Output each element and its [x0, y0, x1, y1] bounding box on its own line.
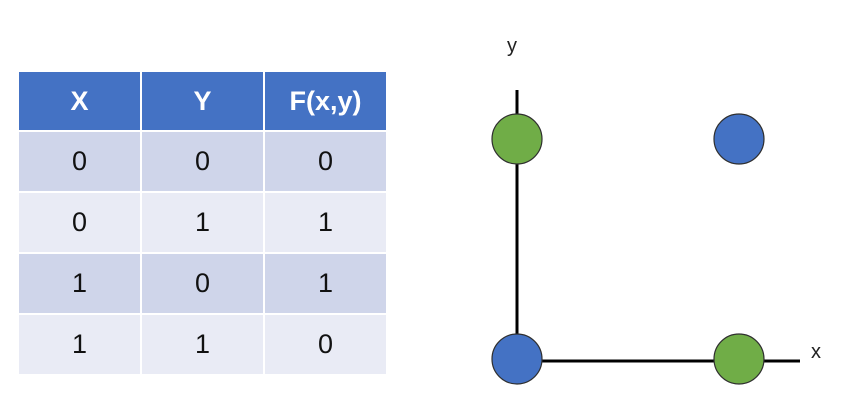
table-row: 0 0 0: [17, 130, 388, 193]
cell-f: 0: [263, 313, 388, 376]
cell-f: 1: [263, 191, 388, 254]
cell-x: 1: [17, 313, 142, 376]
header-y: Y: [140, 70, 265, 132]
table-row: 1 1 0: [17, 313, 388, 376]
cell-f: 0: [263, 130, 388, 193]
y-axis-label: y: [507, 35, 517, 57]
cell-y: 1: [140, 313, 265, 376]
cell-y: 1: [140, 191, 265, 254]
plot-points: [491, 113, 765, 385]
cell-y: 0: [140, 252, 265, 315]
point-1-0: [713, 333, 765, 385]
header-x: X: [17, 70, 142, 132]
point-0-0: [491, 333, 543, 385]
truth-table: X Y F(x,y) 0 0 0 0 1 1 1 0 1 1 1 0: [17, 70, 388, 376]
cell-f: 1: [263, 252, 388, 315]
table-row: 0 1 1: [17, 191, 388, 254]
cell-y: 0: [140, 130, 265, 193]
point-0-1: [491, 113, 543, 165]
table-row: 1 0 1: [17, 252, 388, 315]
cell-x: 1: [17, 252, 142, 315]
x-axis-label: x: [811, 341, 821, 363]
cell-x: 0: [17, 191, 142, 254]
header-f: F(x,y): [263, 70, 388, 132]
cell-x: 0: [17, 130, 142, 193]
point-1-1: [713, 113, 765, 165]
table-header-row: X Y F(x,y): [17, 70, 388, 132]
